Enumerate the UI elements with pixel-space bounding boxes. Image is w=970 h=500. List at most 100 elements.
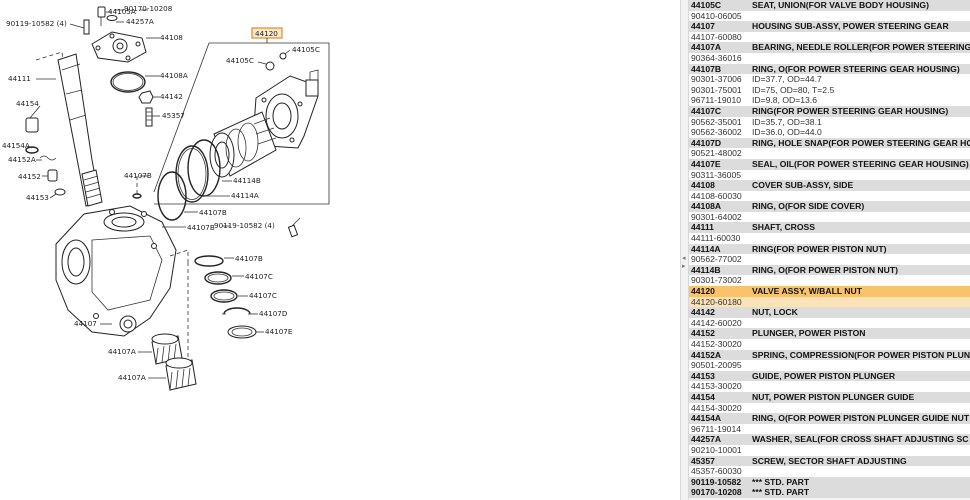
snap-ring-44107D-shape[interactable] <box>223 307 251 315</box>
callout-44154A[interactable]: 44154A <box>2 141 30 150</box>
callout-45357[interactable]: 45357 <box>162 111 185 120</box>
callout-44105C-a[interactable]: 44105C <box>226 56 254 65</box>
panel-splitter[interactable]: ◂▸ <box>680 0 689 500</box>
part-number-row[interactable]: 44154-30020 <box>689 402 970 414</box>
part-number-row[interactable]: 90562-77002 <box>689 254 970 265</box>
callout-44114A[interactable]: 44114A <box>231 191 259 200</box>
ball-nut-piston-shape[interactable] <box>209 111 277 178</box>
callout-44108A[interactable]: 44108A <box>160 71 188 80</box>
part-entry-90119-10582[interactable]: 90119-10582*** STD. PART <box>689 476 970 488</box>
oring-44108A-shape[interactable] <box>110 71 146 93</box>
gear-housing-44107[interactable] <box>55 205 177 337</box>
callout-44114B[interactable]: 44114B <box>233 176 261 185</box>
nut-44154-shape[interactable] <box>25 117 39 133</box>
callout-44107[interactable]: 44107 <box>74 319 97 328</box>
part-header-row[interactable]: 90119-10582*** STD. PART <box>689 476 970 488</box>
callout-44107A-1[interactable]: 44107A <box>108 347 136 356</box>
locknut-44142-shape[interactable] <box>138 90 154 104</box>
callout-44154[interactable]: 44154 <box>16 99 39 108</box>
part-number-row[interactable]: 96711-19014 <box>689 423 970 435</box>
oring-44107B-mid-shape[interactable] <box>157 171 187 221</box>
part-number-row[interactable]: 90521-48002 <box>689 148 970 159</box>
guide-44153-shape[interactable] <box>54 188 66 196</box>
part-header-row[interactable]: 90170-10208*** STD. PART <box>689 487 970 498</box>
part-number-row[interactable]: 44111-60030 <box>689 233 970 244</box>
washer-44257A-shape[interactable] <box>106 15 118 21</box>
callout-44107B-mid[interactable]: 44107B <box>199 208 227 217</box>
callout-44107B-left[interactable]: 44107B <box>124 171 152 180</box>
oring-44107B-left-shape[interactable] <box>132 193 142 199</box>
bolt-44105A-shape[interactable] <box>97 6 106 18</box>
callout-44105A[interactable]: 44105A <box>108 7 136 16</box>
callout-44105C-b[interactable]: 44105C <box>292 45 320 54</box>
callout-90119-10582-bottom[interactable]: 90119-10582 (4) <box>214 221 275 230</box>
part-number-row[interactable]: 90410-06005 <box>689 10 970 22</box>
part-number-row[interactable]: 44120-60180 <box>689 296 970 308</box>
callout-44142[interactable]: 44142 <box>160 92 183 101</box>
callout-44107B-lower[interactable]: 44107B <box>187 223 215 232</box>
valve-body-shape[interactable] <box>253 52 319 149</box>
callout-44111[interactable]: 44111 <box>8 74 31 83</box>
callout-44120[interactable]: 44120 <box>255 29 278 38</box>
ring-44114A-shape[interactable] <box>175 145 209 203</box>
part-number-row[interactable]: 90210-10001 <box>689 444 970 456</box>
part-number-row[interactable]: 90301-73002 <box>689 275 970 287</box>
callout-44153[interactable]: 44153 <box>26 193 49 202</box>
part-entry-90170-10208[interactable]: 90170-10208*** STD. PART <box>689 487 970 498</box>
needle-bearing-44107A-2-shape[interactable] <box>165 357 197 391</box>
part-number-row[interactable]: 44107-60080 <box>689 31 970 43</box>
bolt-90119-bottom-shape[interactable] <box>287 217 301 238</box>
screw-45357-shape[interactable] <box>145 107 153 127</box>
callout-44107C[interactable]: 44107C <box>245 272 273 281</box>
oring-44154A-shape[interactable] <box>25 146 39 154</box>
part-number-row[interactable]: 90501-20095 <box>689 360 970 371</box>
callout-44107A-2[interactable]: 44107A <box>118 373 146 382</box>
part-number-row[interactable]: 44152-30020 <box>689 339 970 350</box>
callout-44107D[interactable]: 44107D <box>259 309 288 318</box>
part-number-row[interactable]: 44153-30020 <box>689 381 970 392</box>
part-number-row[interactable]: 90364-36016 <box>689 52 970 64</box>
splitter-arrows-icon[interactable]: ◂▸ <box>682 254 686 270</box>
spring-44152A-shape[interactable] <box>39 155 57 161</box>
part-number-row[interactable]: 45357-60030 <box>689 466 970 477</box>
cross-shaft-44111[interactable] <box>35 51 103 207</box>
oring-44107B-right-shape[interactable] <box>194 255 224 267</box>
callout-90119-10582-top[interactable]: 90119-10582 (4) <box>6 19 67 28</box>
